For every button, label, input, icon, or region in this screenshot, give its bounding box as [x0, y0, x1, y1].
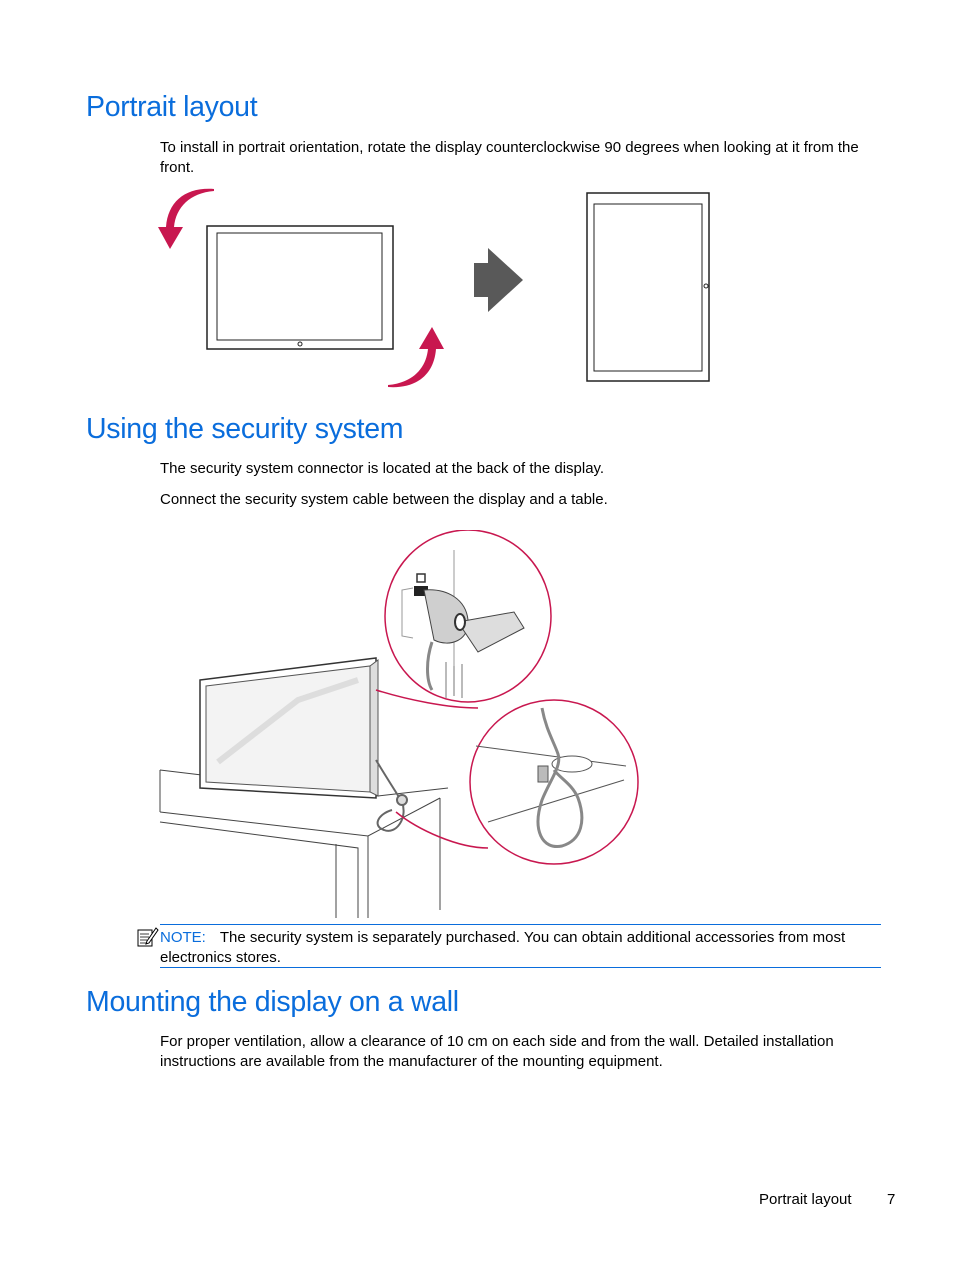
note-label: NOTE:	[160, 929, 206, 946]
note-text: The security system is separately purcha…	[160, 929, 846, 966]
security-cable	[375, 759, 408, 832]
security-cable-illustration	[159, 530, 639, 918]
heading-portrait-layout: Portrait layout	[86, 91, 258, 123]
right-arrow-icon	[474, 248, 523, 312]
heading-wall-mounting: Mounting the display on a wall	[86, 986, 459, 1018]
zoom-lock-detail	[375, 530, 552, 709]
zoom-table-detail	[395, 699, 639, 865]
security-text-2: Connect the security system cable betwee…	[160, 491, 608, 508]
portrait-rotation-illustration	[158, 188, 710, 388]
landscape-monitor	[206, 225, 394, 350]
portrait-monitor	[586, 192, 710, 382]
footer-section-name: Portrait layout	[759, 1191, 852, 1208]
wall-mounting-text: For proper ventilation, allow a clearanc…	[160, 1033, 834, 1070]
footer-page-number: 7	[887, 1191, 896, 1208]
portrait-layout-text: To install in portrait orientation, rota…	[160, 139, 859, 176]
note-text-block: NOTE:The security system is separately p…	[160, 928, 870, 967]
rotate-arrow-top-icon	[158, 188, 214, 249]
security-text-1: The security system connector is located…	[160, 460, 605, 477]
note-icon	[137, 927, 159, 947]
rotate-arrow-bottom-icon	[388, 327, 444, 388]
note-box: NOTE:The security system is separately p…	[160, 924, 881, 968]
monitor-back-view	[199, 657, 379, 799]
heading-security-system: Using the security system	[86, 413, 404, 445]
